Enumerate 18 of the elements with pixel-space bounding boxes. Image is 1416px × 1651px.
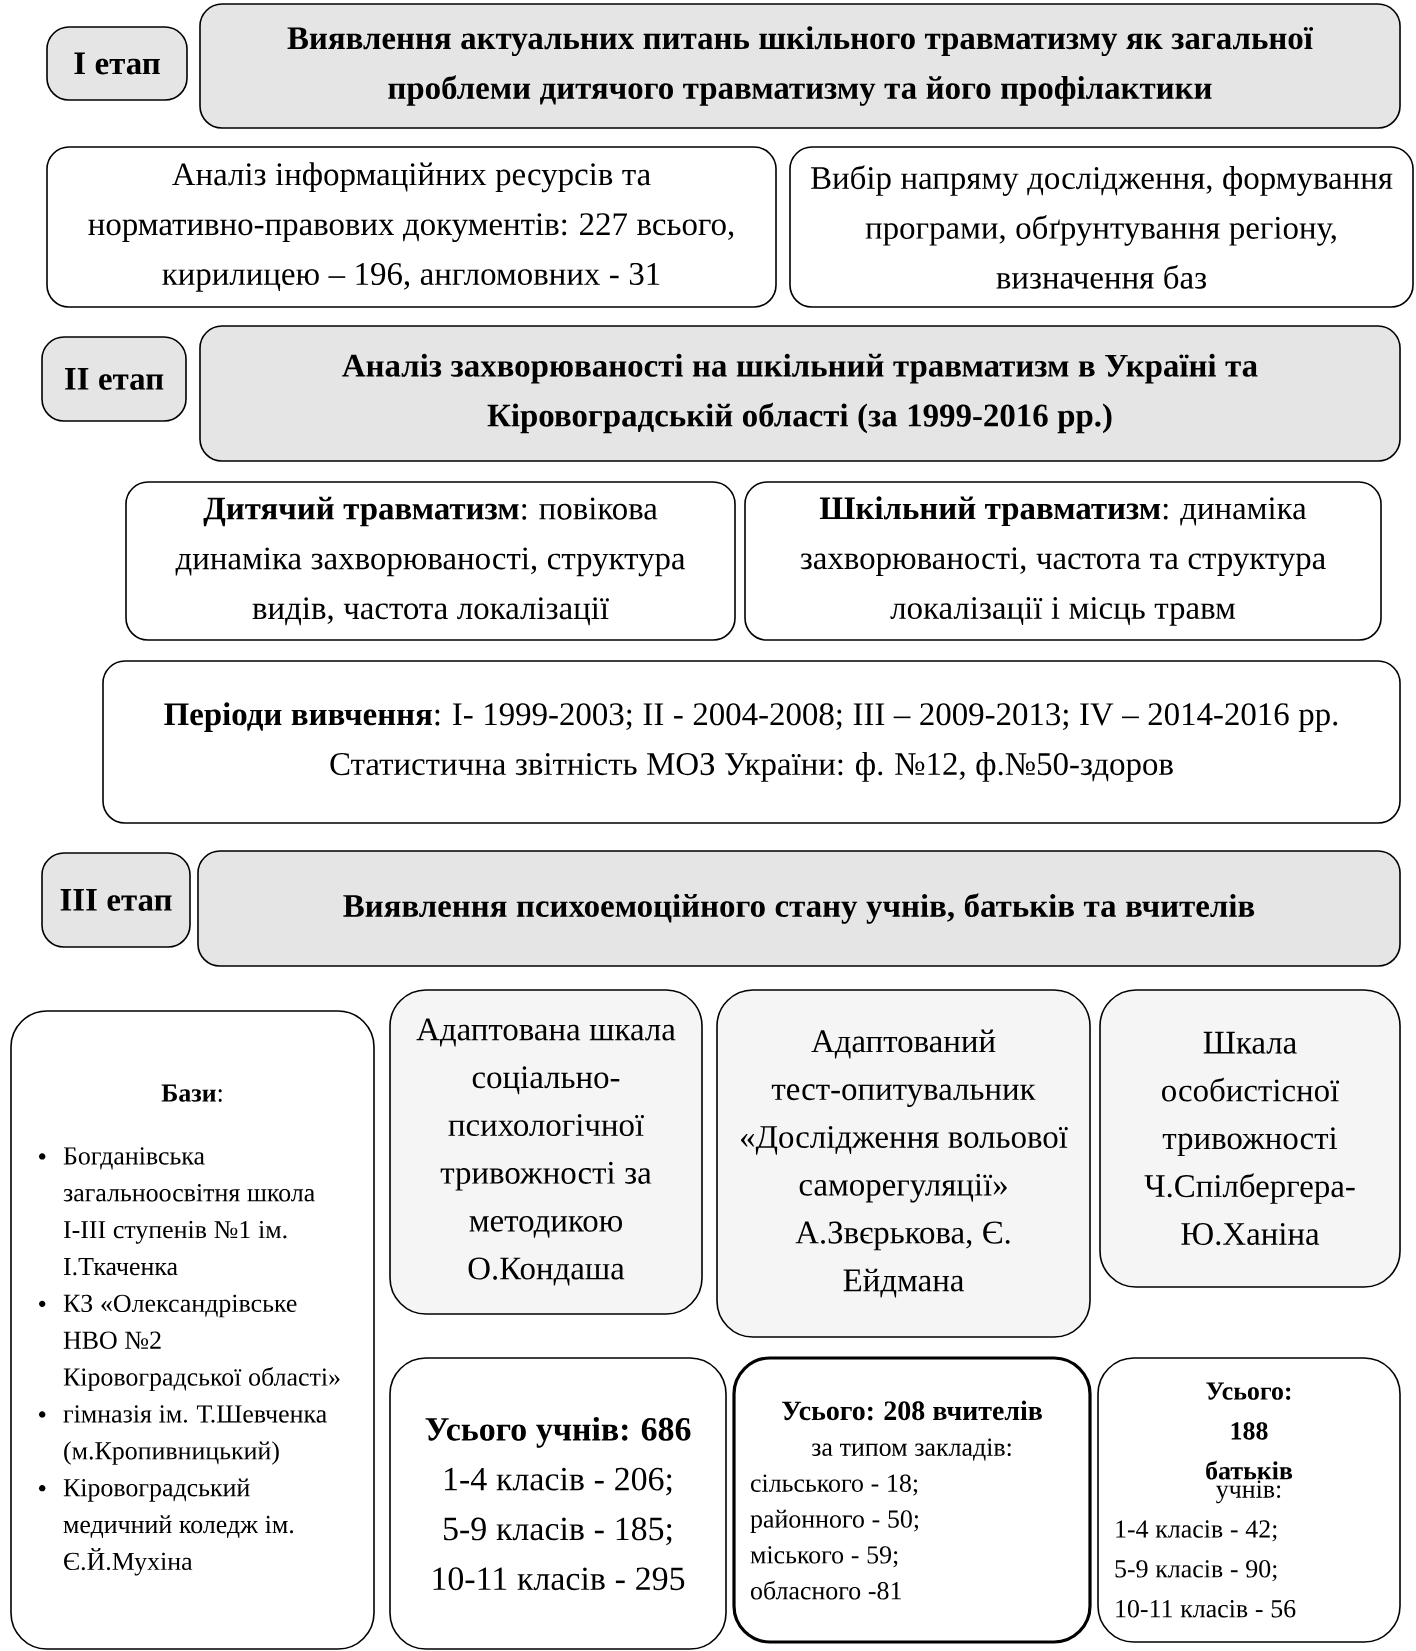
bases-box: Бази: Богданівська загальноосвітня школа I-III ступенів №1 ім. І.Ткаченка КЗ «Олександрівське НВО №2 Кіровоградської області» гімназія ім. Т.Шевченка (м.Кропивницький) Кіровоградський медичний коледж ім. Є.Й.Мухіна [10,1010,375,1650]
stage-box: III етап [41,852,191,948]
stage-box: II етап [41,336,187,422]
method-box: Адаптована шкала соціально-психологічної тривожності за методикою О.Кондаша [389,989,703,1315]
method-box: Адаптований тест-опитувальник «Дослідження вольової саморегуляції» А.Звєрькова, Є. Ейдмана [716,989,1091,1338]
sample-box: Усього: 208 вчителів за типом закладів: сільського - 18; районного - 50; міського - 59; обласного -81 [732,1356,1092,1644]
stage-box: I етап [46,26,188,101]
sample-box: Усього: 188 батьків учнів: 1-4 класів - 42; 5-9 класів - 90; 10-11 класів - 56 [1097,1357,1401,1643]
sample-box: Усього учнів: 686 1-4 класів - 206; 5-9 класів - 185; 10-11 класів - 295 [389,1357,727,1650]
info-box: Шкільний травматизм: динаміка захворюваності, частота та структура локалізації і місць травм [744,481,1382,641]
info-box: Аналіз інформаційних ресурсів та нормативно-правових документів: 227 всього, кирилицею – 196, англомовних - 31 [46,146,777,308]
method-box: Шкала особистісної тривожності Ч.Спілбергера-Ю.Ханіна [1099,989,1401,1288]
info-box: Дитячий травматизм: повікова динаміка захворюваності, структура видів, частота локалізації [125,481,736,641]
stage-title-box: Виявлення актуальних питань шкільного травматизму як загальної проблеми дитячого травматизму та його профілактики [199,3,1401,129]
info-box: Періоди вивчення: I- 1999-2003; II - 2004-2008; III – 2009-2013; IV – 2014-2016 рр. Статистична звітність МОЗ України: ф. №12, ф.№50-здоров [102,660,1401,824]
stage-title-box: Аналіз захворюваності на шкільний травматизм в Україні та Кіровоградській області (за 1999-2016 рр.) [199,325,1401,462]
info-box: Вибір напряму дослідження, формування програми, обґрунтування регіону, визначення баз [789,146,1414,308]
stage-title-box: Виявлення психоемоційного стану учнів, батьків та вчителів [197,850,1401,967]
